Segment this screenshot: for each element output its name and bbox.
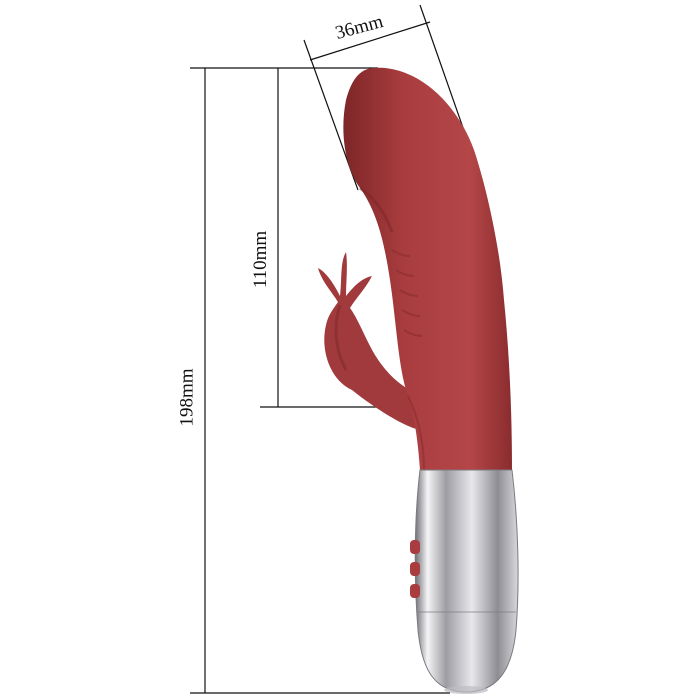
width-extension-right — [419, 4, 469, 143]
shaft-ridges — [391, 249, 423, 337]
width-line — [309, 21, 431, 61]
control-buttons — [410, 540, 420, 598]
total-length-label: 198mm — [176, 368, 198, 427]
total-length-dimension — [190, 67, 450, 694]
power-button — [410, 540, 420, 554]
mode-button — [410, 562, 420, 576]
function-button — [410, 584, 420, 598]
insertable-length-label: 110mm — [250, 230, 272, 289]
main-shaft — [343, 67, 512, 471]
chrome-handle — [414, 469, 519, 694]
clitoral-arm — [318, 252, 420, 430]
